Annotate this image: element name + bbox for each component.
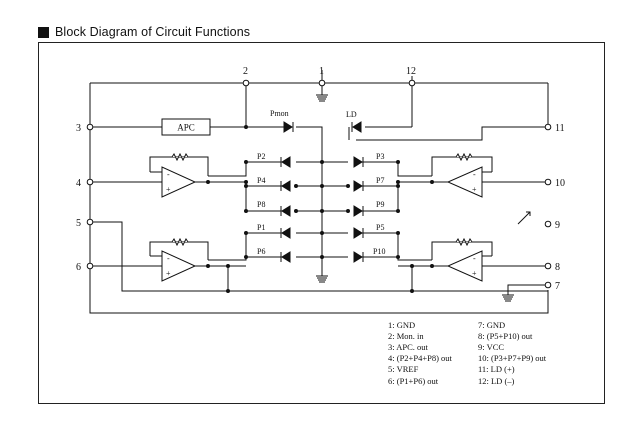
legend-right-6: 12: LD (–) (478, 376, 515, 386)
legend-right-2: 8: (P5+P10) out (478, 331, 533, 341)
legend-right-3: 9: VCC (478, 342, 504, 352)
amp-l2-minus: - (167, 254, 170, 263)
op-amp-right-1 (446, 166, 483, 198)
p4-label: P4 (257, 176, 265, 185)
pin-legend: 1: GND 2: Mon. in 3: APC. out 4: (P2+P4+… (388, 320, 547, 386)
vcc-arrowhead (526, 211, 531, 216)
pin-5-number: 5 (76, 218, 81, 229)
pin-8-number: 8 (555, 262, 560, 273)
p2-label: P2 (257, 152, 265, 161)
p7-label: P7 (376, 176, 384, 185)
ground-icon (316, 275, 328, 283)
p6-label: P6 (257, 247, 265, 256)
pin-4-number: 4 (76, 178, 81, 189)
apc-label: APC (177, 123, 195, 133)
amp-r2-plus: + (472, 269, 477, 278)
apc-block: APC (161, 118, 211, 136)
p10-label: P10 (373, 247, 385, 256)
op-amp-left-1 (161, 166, 197, 198)
amp-r1-minus: - (473, 170, 476, 179)
legend-left-2: 2: Mon. in (388, 331, 424, 341)
ground-icon (502, 294, 514, 302)
op-amp-right-2 (446, 250, 483, 282)
amp-l1-minus: - (167, 170, 170, 179)
ground-symbols (316, 94, 514, 302)
legend-left-1: 1: GND (388, 320, 415, 330)
junctions (206, 81, 434, 293)
ground-icon (316, 94, 328, 102)
legend-right-1: 7: GND (478, 320, 505, 330)
vcc-arrow-icon (517, 211, 531, 225)
amp-r1-plus: + (472, 185, 477, 194)
p5-label: P5 (376, 223, 384, 232)
p1-label: P1 (257, 223, 265, 232)
diagram-frame (38, 42, 605, 404)
pin-terminals (86, 79, 552, 289)
pin-9-number: 9 (555, 220, 560, 231)
heading-text: Block Diagram of Circuit Functions (55, 25, 251, 39)
op-amps (161, 166, 483, 282)
legend-right-5: 11: LD (+) (478, 364, 515, 374)
legend-left-4: 4: (P2+P4+P8) out (388, 353, 453, 363)
op-amp-left-2 (161, 250, 197, 282)
amp-r2-minus: - (473, 254, 476, 263)
pin-1-number: 1 (319, 66, 324, 77)
signal-labels: Pmon LD P2 P4 P8 P1 P6 P3 P7 P9 P5 P10 (257, 109, 385, 256)
pmon-label: Pmon (270, 109, 289, 118)
pin-numbers: 2 1 12 3 4 5 6 11 10 9 8 7 (76, 66, 565, 292)
legend-right-4: 10: (P3+P7+P9) out (478, 353, 547, 363)
wires (89, 70, 549, 314)
resistors (171, 152, 473, 247)
pin-7-number: 7 (555, 281, 560, 292)
pin-6-number: 6 (76, 262, 81, 273)
p3-label: P3 (376, 152, 384, 161)
pin-12-number: 12 (406, 66, 416, 77)
op-amp-signs: - + - + - + - + (166, 170, 477, 278)
pin-10-number: 10 (555, 178, 565, 189)
diodes (280, 121, 364, 263)
amp-l2-plus: + (166, 269, 171, 278)
ld-label: LD (346, 110, 357, 119)
legend-left-5: 5: VREF (388, 364, 419, 374)
amp-l1-plus: + (166, 185, 171, 194)
legend-left-6: 6: (P1+P6) out (388, 376, 439, 386)
pin-3-number: 3 (76, 123, 81, 134)
section-heading: Block Diagram of Circuit Functions (38, 24, 250, 40)
legend-left-3: 3: APC. out (388, 342, 429, 352)
p9-label: P9 (376, 200, 384, 209)
pin-2-number: 2 (243, 66, 248, 77)
pin-11-number: 11 (555, 123, 565, 134)
p8-label: P8 (257, 200, 265, 209)
heading-square-icon (38, 26, 49, 38)
